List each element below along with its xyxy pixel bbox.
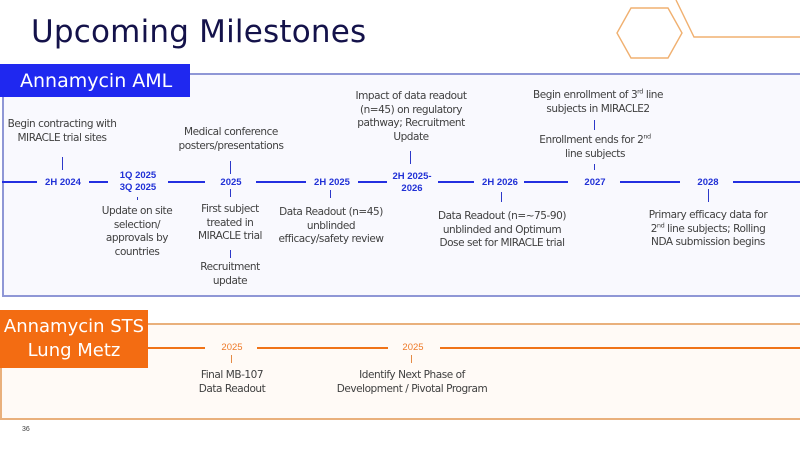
milestone-date: 2H 2025- 2026: [392, 171, 432, 194]
milestone-tick: [411, 355, 412, 363]
milestone-tick: [231, 355, 232, 363]
aml-timeline-panel: [2, 73, 800, 297]
milestone-text: Recruitment update: [200, 261, 260, 287]
milestone-text: Final MB-107 Data Readout: [198, 369, 266, 395]
milestone-text: Begin enrollment of 3rd line subjects in…: [532, 87, 664, 115]
milestone-text: Identify Next Phase of Development / Piv…: [336, 369, 488, 395]
milestone-text: Medical conference posters/presentations: [178, 126, 284, 152]
milestone-text: First subject treated in MIRACLE trial: [197, 203, 263, 242]
milestone-text: Update on site selection/ approvals by c…: [101, 205, 173, 258]
sts-section-label: Annamycin STS Lung Metz: [0, 310, 148, 368]
milestone-text: Data Readout (n=45) unblinded efficacy/s…: [278, 206, 384, 245]
aml-timeline-segment: [733, 181, 800, 183]
milestone-date: 2025: [221, 342, 243, 353]
milestone-text: Begin contracting with MIRACLE trial sit…: [7, 118, 117, 144]
sts-timeline-segment: [148, 347, 205, 349]
milestone-text: Data Readout (n=~75-90) unblinded and Op…: [438, 210, 566, 249]
milestone-tick: [594, 120, 595, 130]
aml-section-label: Annamycin AML: [0, 64, 190, 97]
milestone-text: Enrollment ends for 2nd line subjects: [539, 132, 651, 160]
milestone-date: 2H 2026: [482, 177, 518, 188]
milestone-tick: [230, 161, 231, 174]
milestone-text: Impact of data readout (n=45) on regulat…: [355, 90, 467, 143]
aml-timeline-segment: [89, 181, 108, 183]
milestone-date: 2H 2024: [45, 177, 81, 188]
milestone-text: Primary efficacy data for 2nd line subje…: [648, 209, 768, 248]
aml-timeline-segment: [438, 181, 474, 183]
milestone-date: 2025: [402, 342, 424, 353]
milestone-tick: [62, 157, 63, 170]
aml-timeline-segment: [168, 181, 205, 183]
sts-timeline-segment: [440, 347, 800, 349]
milestone-tick: [230, 189, 231, 197]
milestone-tick: [594, 164, 595, 170]
aml-timeline-segment: [2, 181, 37, 183]
milestone-tick: [410, 151, 411, 164]
milestone-date: 2025: [220, 177, 242, 188]
milestone-tick: [137, 197, 138, 200]
aml-timeline-segment: [620, 181, 680, 183]
milestone-tick: [501, 192, 502, 202]
aml-timeline-segment: [358, 181, 387, 183]
aml-timeline-segment: [524, 181, 568, 183]
milestone-date: 2028: [697, 177, 719, 188]
milestone-tick: [230, 250, 231, 258]
page-title: Upcoming Milestones: [31, 14, 367, 50]
sts-timeline-segment: [257, 347, 388, 349]
milestone-tick: [708, 189, 709, 202]
milestone-date: 2027: [584, 177, 606, 188]
aml-timeline-segment: [256, 181, 306, 183]
milestone-date: 2H 2025: [314, 177, 350, 188]
milestone-date: 1Q 2025 3Q 2025: [119, 170, 157, 193]
page-number: 36: [22, 426, 30, 433]
milestone-tick: [330, 190, 331, 198]
